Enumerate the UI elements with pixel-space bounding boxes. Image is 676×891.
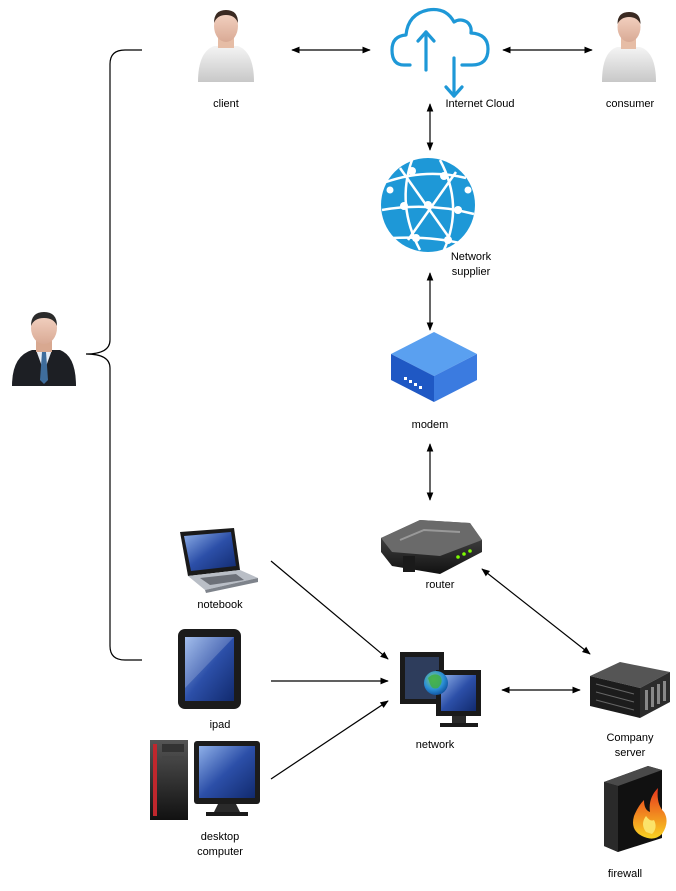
client-person-icon (198, 10, 254, 82)
desktop-computer-label: desktop computer (197, 831, 243, 858)
consumer-label: consumer (605, 98, 655, 110)
edge-desktop-network (270, 700, 389, 780)
company-server-label: Company server (606, 732, 654, 759)
client-label: client (213, 98, 239, 110)
firewall-icon (604, 766, 667, 852)
businessman-icon (12, 312, 76, 386)
laptop-icon (180, 528, 258, 593)
ipad-label: ipad (209, 719, 231, 731)
internet-cloud-label: Internet Cloud (445, 98, 515, 110)
desktop-computer-icon (150, 740, 260, 820)
notebook-label: notebook (197, 599, 243, 611)
edges (270, 46, 593, 780)
consumer-person-icon (602, 12, 656, 82)
globe-network-icon (381, 158, 475, 252)
modem-box-icon (391, 332, 477, 402)
network-monitors-icon (400, 652, 481, 727)
edge-router-server (481, 568, 591, 655)
tablet-icon (178, 629, 241, 709)
network-label: network (415, 739, 455, 751)
cloud-upload-download-icon (390, 7, 490, 98)
modem-label: modem (411, 419, 449, 431)
router-label: router (425, 579, 455, 591)
server-icon (590, 662, 670, 718)
router-icon (381, 520, 482, 574)
firewall-label: firewall (607, 868, 643, 880)
edge-notebook-network (270, 560, 389, 660)
grouping-brace (85, 49, 142, 661)
network-supplier-label: Network supplier (450, 251, 492, 278)
